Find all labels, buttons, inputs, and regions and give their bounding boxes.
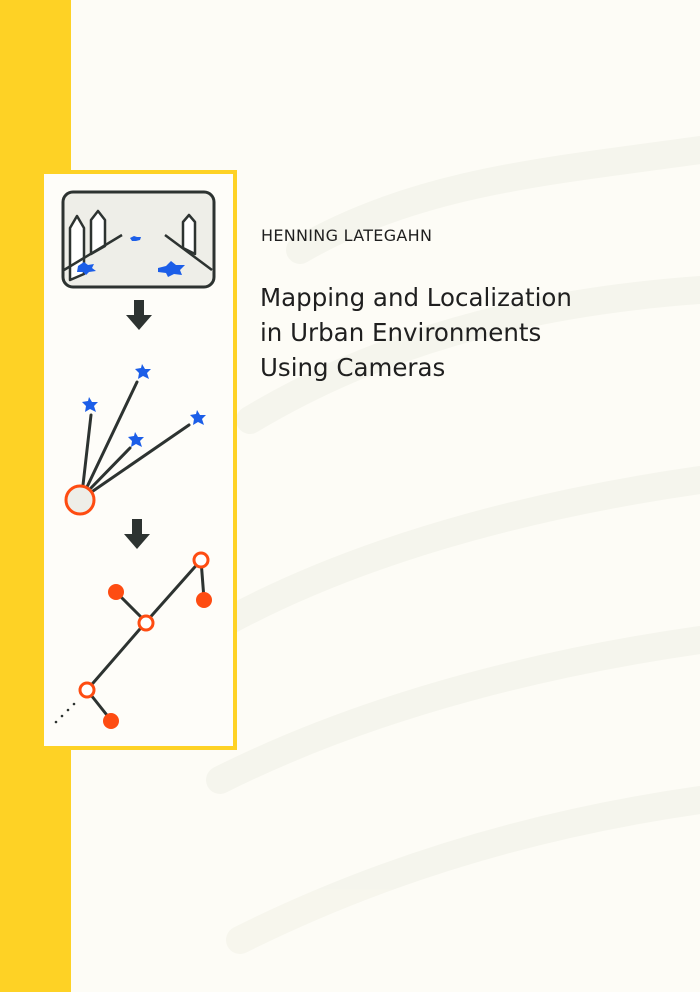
title-line: Using Cameras — [260, 353, 446, 382]
down-arrow-icon — [126, 300, 152, 330]
landmark-observation-panel — [64, 364, 206, 516]
title-line: Mapping and Localization — [260, 283, 572, 312]
pose-graph-panel — [54, 551, 212, 729]
cover-illustration — [54, 190, 216, 729]
street-scene-panel — [61, 190, 216, 289]
title-line: in Urban Environments — [260, 318, 542, 347]
down-arrow-icon — [124, 519, 150, 549]
cover-illustration-frame — [40, 170, 237, 750]
book-title: Mapping and Localization in Urban Enviro… — [260, 280, 572, 385]
author-name: HENNING LATEGAHN — [261, 226, 433, 245]
